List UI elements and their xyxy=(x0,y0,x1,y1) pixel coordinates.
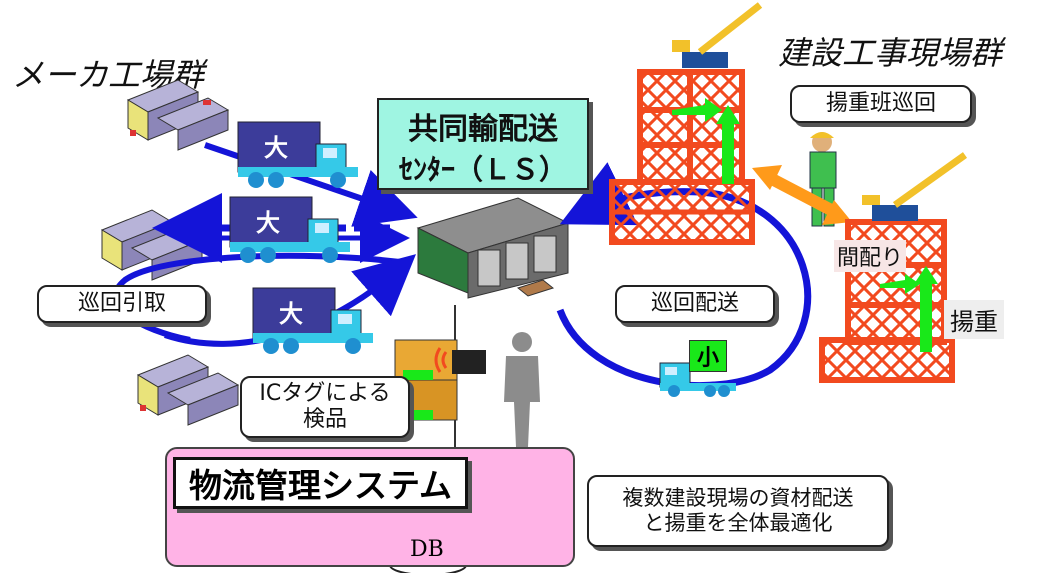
truck-large-2-label: 大 xyxy=(256,209,280,237)
truck-large-2 xyxy=(229,196,350,263)
lifting-team-label: 揚重班巡回 xyxy=(790,85,972,123)
truck-large-3-label: 大 xyxy=(279,300,303,328)
person-silhouette-icon xyxy=(504,332,540,447)
truck-large-3 xyxy=(252,287,373,354)
lifting-label: 揚重 xyxy=(944,300,1004,339)
orange-double-arrow xyxy=(752,165,852,225)
center-line1: 共同輸配送 xyxy=(408,112,558,147)
delivery-label: 巡回配送 xyxy=(615,285,775,323)
construction-tower-1 xyxy=(609,2,763,245)
logistics-center-box: 共同輸配送 ｾﾝﾀｰ（ＬＳ） xyxy=(377,98,589,190)
db-label: DB xyxy=(410,537,444,562)
factory-icon-top xyxy=(126,79,230,151)
flow-arrow-top xyxy=(204,142,418,227)
ic-tag-text: ICタグによる 検品 xyxy=(259,380,391,432)
construction-sites-title: 建設工事現場群 xyxy=(778,34,1003,72)
optimize-text: 複数建設現場の資材配送 と揚重を全体最適化 xyxy=(622,485,854,535)
warehouse-icon xyxy=(416,197,570,299)
truck-small-label: 小 xyxy=(689,340,727,372)
logistics-system-title: 物流管理システム xyxy=(173,457,468,509)
ic-reader-icon xyxy=(434,347,486,374)
ic-tag-label: ICタグによる 検品 xyxy=(240,376,410,438)
optimize-label: 複数建設現場の資材配送 と揚重を全体最適化 xyxy=(587,475,889,547)
center-line2: ｾﾝﾀｰ（ＬＳ） xyxy=(398,153,567,186)
truck-large-1 xyxy=(237,121,358,188)
truck-small xyxy=(659,362,736,397)
factory-icon-bottom xyxy=(136,354,240,426)
allocation-label: 間配り xyxy=(834,240,907,272)
pickup-label: 巡回引取 xyxy=(37,285,207,323)
flow-loop-pickup xyxy=(112,252,401,343)
truck-large-1-label: 大 xyxy=(264,134,288,162)
